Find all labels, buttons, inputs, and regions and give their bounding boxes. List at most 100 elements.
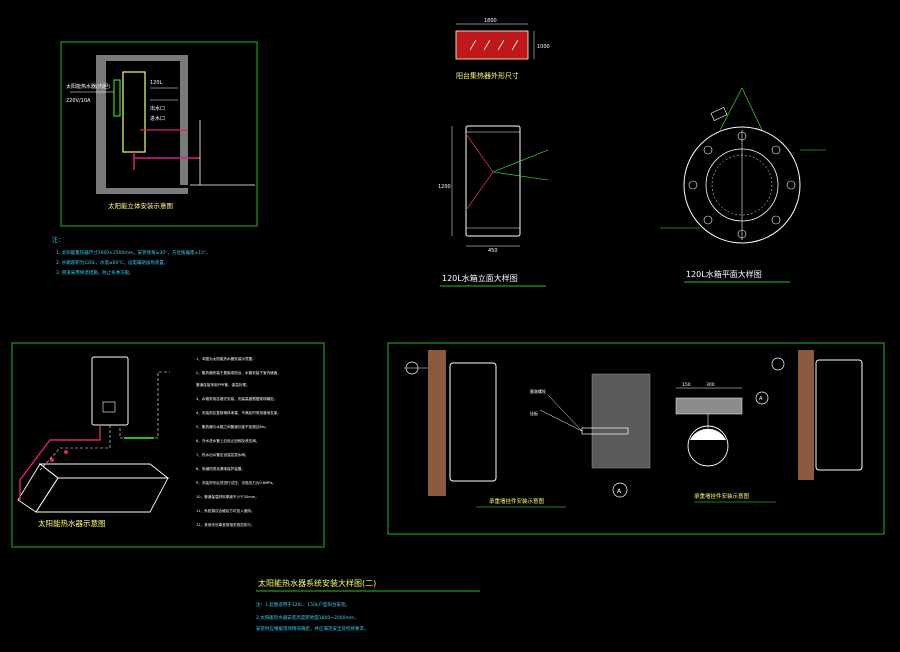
section-marker-mid-text: A <box>759 396 763 402</box>
schematic-line-6: 5、集热器与水箱之间管道长度不宜超过8m。 <box>196 424 269 429</box>
left-wall <box>96 55 106 193</box>
tank-side-left <box>449 362 497 482</box>
bolt-leader-2 <box>539 409 583 432</box>
schematic-text-column: 1、本图为太阳能热水器安装示意图。 2、集热器安装于屋面或阳台，水箱安装于室内墙… <box>196 356 281 527</box>
hatch-1 <box>469 39 477 51</box>
tank-dim-height-text: 1200 <box>438 184 451 190</box>
ceiling-slab <box>96 55 188 61</box>
schematic-line-8: 7、热水出水管应设温控混水阀。 <box>196 452 249 457</box>
floor-slab <box>96 188 188 194</box>
schematic-line-11: 10、管道保温材料厚度不小于20mm。 <box>196 494 259 499</box>
schematic-line-3: 管道连接采用PPR管，保温处理。 <box>196 382 250 387</box>
brick-wall-left <box>428 350 446 496</box>
schematic-line-10: 9、安装完毕后须进行试压，试验压力为0.6MPa。 <box>196 480 276 485</box>
dim-width-text: 1800 <box>484 18 497 24</box>
collector-rect <box>455 30 529 60</box>
section-marker-left <box>405 361 419 375</box>
plan-leader-1 <box>719 87 743 131</box>
schematic-line-7: 6、冷水进水管上应设止回阀及泄压阀。 <box>196 438 259 443</box>
dim-height-text: 1000 <box>537 44 550 50</box>
vertical-install-title: 太阳能立体安装示意图 <box>108 201 173 210</box>
detail-marker-a-text: A <box>617 488 622 495</box>
bolt-hole-nw <box>703 145 713 155</box>
label-mount-plate: 挂板 <box>530 410 538 416</box>
footer-line-3: 安装时应根据现场情况确定，并应满足安全及检修要求。 <box>256 625 369 632</box>
bolt-hole-s <box>737 229 747 239</box>
label-power: 220V/10A <box>66 98 91 104</box>
label-outlet: 出水口 <box>150 105 165 112</box>
right-wall <box>180 55 188 185</box>
balcony-size-panel: 1800 1000 阳台集热器外形尺寸 <box>455 18 550 80</box>
label-heater: 太阳能热水器(内胆) <box>66 83 110 90</box>
tank-side-right <box>815 359 863 471</box>
bracket-dim-a: 150 <box>682 382 691 388</box>
tank-leader-1 <box>492 149 549 173</box>
section-marker-right <box>771 357 785 371</box>
note-3: 3. 管道采用保温措施，防止冬季冻裂。 <box>56 269 134 276</box>
footer-line-1: 注：1.此图适用于120L、150L户型阳台安装。 <box>256 601 350 608</box>
bracket-dim-b: 300 <box>706 382 715 388</box>
wall-mount-title-left: 承重墙挂件安装示意图 <box>489 497 545 505</box>
schematic-line-1: 1、本图为太阳能热水器安装示意图。 <box>196 356 256 361</box>
notes-heading: 注： <box>52 236 64 244</box>
wall-mount-frame <box>387 342 885 535</box>
tank-plan-fitting <box>710 107 728 121</box>
hatch-3 <box>497 39 505 51</box>
balcony-size-title: 阳台集热器外形尺寸 <box>456 71 519 80</box>
section-marker-mid <box>755 391 769 405</box>
schematic-line-13: 12、其他未尽事宜按相关规范执行。 <box>196 522 254 527</box>
vertical-install-panel: 太阳能热水器(内胆) 220V/10A 120L 出水口 进水口 太阳能立体安装… <box>60 41 258 227</box>
hatch-2 <box>483 39 491 51</box>
note-1: 1. 太阳能集热器尺寸2000×2500mm，安装倾角≥30°，方位角偏南±15… <box>56 249 211 256</box>
wall-mount-panel: 承重墙挂件安装示意图 膨胀螺栓 挂板 A 150 300 承重墙挂件安装示意图 … <box>387 342 885 535</box>
heater-box <box>113 79 121 117</box>
label-expansion-bolt: 膨胀螺栓 <box>530 388 546 394</box>
tank-plan-title: 120L水箱平面大样图 <box>686 269 762 279</box>
schematic-line-9: 8、电辅热须设漏电保护装置。 <box>196 466 245 471</box>
wall-beam <box>675 397 743 415</box>
wall-mount-title-right: 承重墙挂件安装示意图 <box>694 492 750 500</box>
solar-schematic-frame <box>11 342 325 548</box>
bolt-hole-se <box>771 215 781 225</box>
bolt-leader-1 <box>547 394 583 432</box>
tank-body <box>465 125 521 237</box>
detail-marker-a <box>612 482 628 498</box>
schematic-line-4: 3、水箱采用挂墙式安装，安装高度根据现场确定。 <box>196 396 277 401</box>
heater-panel <box>102 401 116 413</box>
return-pipe <box>39 425 111 471</box>
hot-pipe <box>19 425 101 500</box>
pipe-joint-2 <box>64 450 68 454</box>
tank-dim-width-text: 450 <box>488 248 498 254</box>
plan-leader-2 <box>741 87 763 131</box>
schematic-line-2: 2、集热器安装于屋面或阳台，水箱安装于室内墙面， <box>196 370 281 375</box>
cold-water-pipe <box>119 371 170 439</box>
schematic-line-12: 11、系统调试合格后方可投入使用。 <box>196 508 254 513</box>
solar-schematic-title: 太阳能热水器示意图 <box>38 518 106 528</box>
bolt-hole-w <box>688 180 698 190</box>
tank-plan-small-cap <box>690 428 726 440</box>
tank-plan-panel: 120L水箱平面大样图 <box>660 87 826 283</box>
bolt-hole-sw <box>703 215 713 225</box>
label-volume: 120L <box>150 80 163 86</box>
brick-wall-right <box>798 350 814 480</box>
bolt-hole-e <box>786 180 796 190</box>
tank-front-title: 120L水箱立面大样图 <box>442 273 518 283</box>
solar-schematic-panel: 太阳能热水器示意图 1、本图为太阳能热水器安装示意图。 2、集热器安装于屋面或阳… <box>11 342 325 548</box>
tank-plan-outer <box>683 126 801 244</box>
hatch-4 <box>511 39 519 51</box>
tank-leader-2 <box>492 171 549 181</box>
footer-block: 太阳能热水器系统安装大样图(二) 注：1.此图适用于120L、150L户型阳台安… <box>256 578 480 632</box>
footer-line-2: 2.太阳能热水器安装高度距地面1800~2000mm， <box>256 614 359 621</box>
tank-front-panel: 1200 450 120L水箱立面大样图 <box>438 125 549 287</box>
vertical-install-frame <box>60 41 258 227</box>
pipe-joint-1 <box>50 458 54 462</box>
bolt-hole-n <box>737 131 747 141</box>
bolt-hole-ne <box>771 145 781 155</box>
notes-block: 注： 1. 太阳能集热器尺寸2000×2500mm，安装倾角≥30°，方位角偏南… <box>52 236 211 276</box>
schematic-line-5: 4、安装前应复核墙体承重，不满足时采用落地支架。 <box>196 410 281 415</box>
footer-title: 太阳能热水器系统安装大样图(二) <box>258 578 376 588</box>
collector-face <box>35 477 169 513</box>
concrete-block <box>591 373 651 469</box>
